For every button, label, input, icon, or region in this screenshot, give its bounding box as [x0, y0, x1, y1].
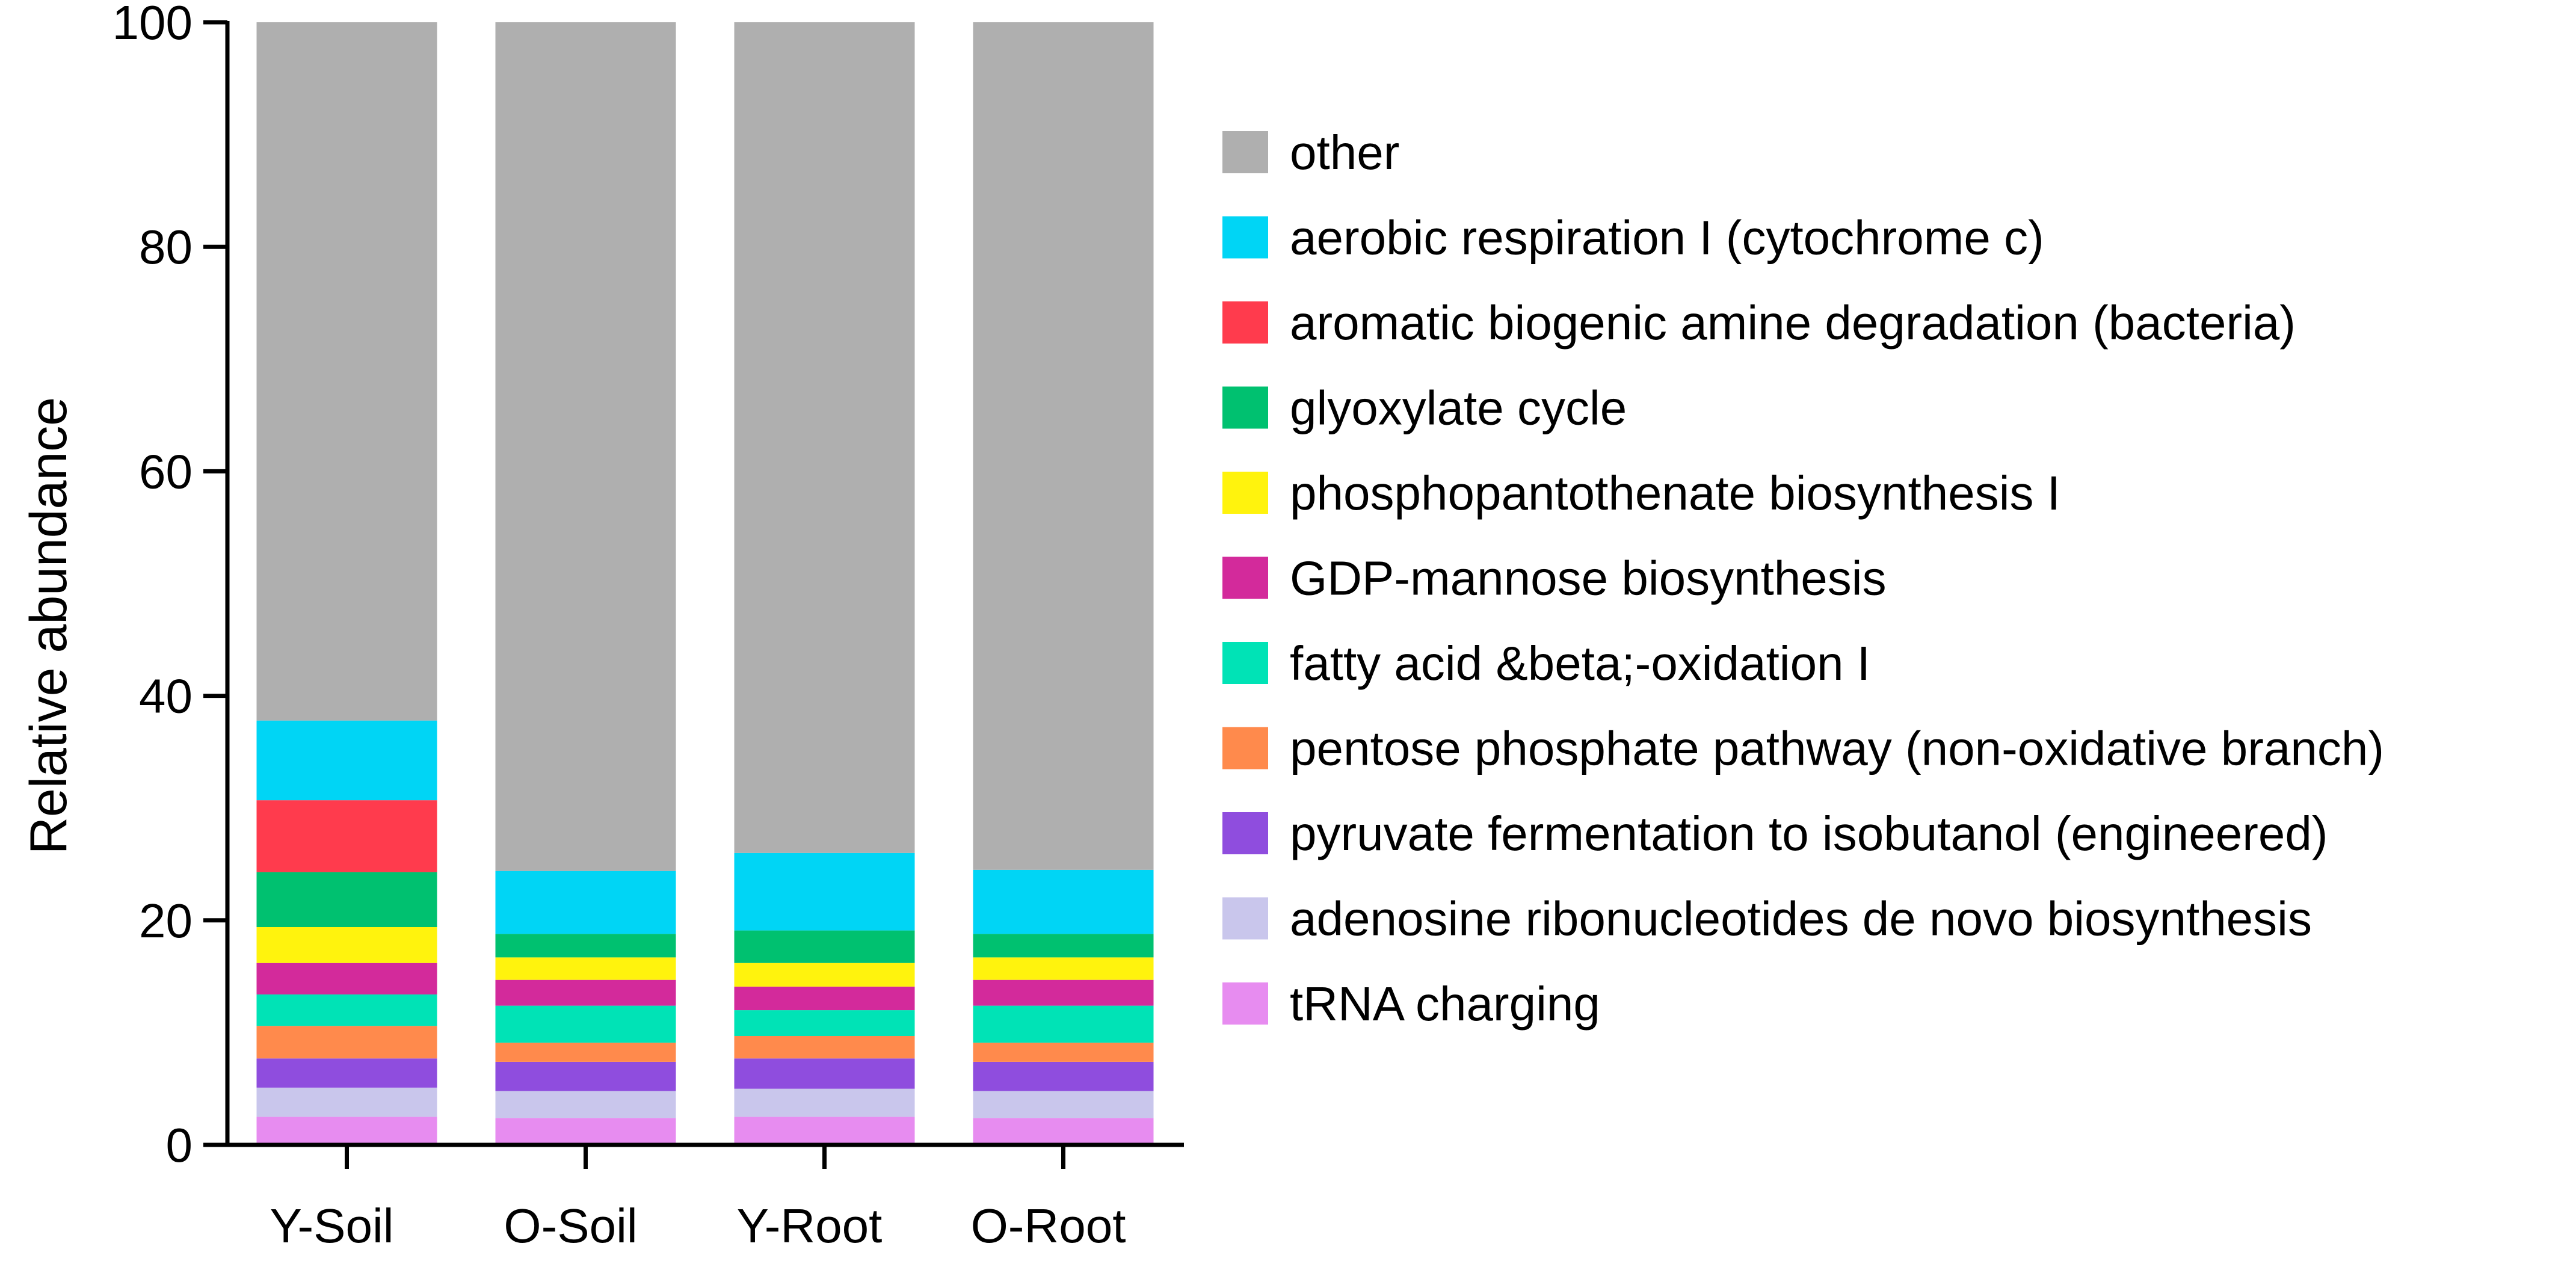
- legend-label-other: other: [1290, 126, 1399, 179]
- legend-label-glyoxylate-cycle: glyoxylate cycle: [1290, 381, 1627, 435]
- bar-segment-o-root-adenosine-ribonucleotides-de-novo-biosynthesis: [973, 1091, 1154, 1118]
- legend-swatch-trna-charging: [1222, 982, 1268, 1025]
- bar-segment-o-root-trna-charging: [973, 1118, 1154, 1145]
- bar-segment-y-root-pyruvate-fermentation-to-isobutanol-engineered: [734, 1058, 915, 1089]
- bar-segment-o-soil-other: [495, 22, 676, 871]
- legend-swatch-gdp-mannose-biosynthesis: [1222, 556, 1268, 599]
- bar-segment-o-root-aerobic-respiration-i-cytochrome-c: [973, 869, 1154, 934]
- x-axis: Y-Soil O-Soil Y-Root O-Root: [226, 1142, 1184, 1253]
- bar-segment-y-soil-pyruvate-fermentation-to-isobutanol-engineered: [256, 1058, 437, 1088]
- bar-segment-o-soil-pentose-phosphate-pathway-non-oxidative-branch: [495, 1043, 676, 1062]
- legend-swatch-phosphopantothenate-biosynthesis-i: [1222, 472, 1268, 514]
- legend-swatch-glyoxylate-cycle: [1222, 386, 1268, 429]
- bar-segment-y-root-other: [734, 22, 915, 853]
- legend-swatch-adenosine-ribonucleotides-de-novo-biosynthesis: [1222, 897, 1268, 940]
- y-tick-label-100: 100: [112, 0, 193, 49]
- bar-segment-y-soil-phosphopantothenate-biosynthesis-i: [256, 926, 437, 963]
- bar-segment-y-root-aerobic-respiration-i-cytochrome-c: [734, 852, 915, 931]
- bars-group: [256, 22, 1154, 1145]
- bar-segment-o-root-fatty-acid-oxidation-i: [973, 1005, 1154, 1043]
- x-tick-label-o-root: O-Root: [971, 1199, 1126, 1253]
- bar-segment-y-soil-aerobic-respiration-i-cytochrome-c: [256, 720, 437, 801]
- x-tick-label-o-soil: O-Soil: [504, 1199, 637, 1253]
- legend: other aerobic respiration I (cytochrome c…: [1222, 126, 2384, 1031]
- bar-segment-o-root-pyruvate-fermentation-to-isobutanol-engineered: [973, 1061, 1154, 1091]
- bar-segment-y-soil-fatty-acid-oxidation-i: [256, 994, 437, 1026]
- legend-label-pyruvate-fermentation-to-isobutanol-engineered: pyruvate fermentation to isobutanol (eng…: [1290, 807, 2328, 860]
- bar-segment-o-soil-aerobic-respiration-i-cytochrome-c: [495, 871, 676, 934]
- bar-segment-o-root-other: [973, 22, 1154, 870]
- y-tick-label-20: 20: [139, 894, 193, 948]
- legend-label-phosphopantothenate-biosynthesis-i: phosphopantothenate biosynthesis I: [1290, 466, 2060, 520]
- legend-swatch-other: [1222, 131, 1268, 173]
- y-axis-title: Relative abundance: [20, 397, 78, 854]
- bar-segment-o-soil-fatty-acid-oxidation-i: [495, 1005, 676, 1043]
- bar-segment-o-soil-phosphopantothenate-biosynthesis-i: [495, 957, 676, 980]
- bar-segment-y-root-glyoxylate-cycle: [734, 930, 915, 963]
- legend-label-pentose-phosphate-pathway-non-oxidative-branch: pentose phosphate pathway (non-oxidative…: [1290, 722, 2384, 775]
- x-tick-label-y-soil: Y-Soil: [270, 1199, 393, 1253]
- legend-label-adenosine-ribonucleotides-de-novo-biosynthesis: adenosine ribonucleotides de novo biosyn…: [1290, 892, 2312, 946]
- legend-swatch-aerobic-respiration-i-cytochrome-c: [1222, 216, 1268, 259]
- bar-segment-y-root-gdp-mannose-biosynthesis: [734, 986, 915, 1011]
- legend-swatch-aromatic-biogenic-amine-degradation-bacteria: [1222, 301, 1268, 344]
- legend-swatch-fatty-acid-oxidation-i: [1222, 642, 1268, 684]
- legend-label-gdp-mannose-biosynthesis: GDP-mannose biosynthesis: [1290, 552, 1887, 605]
- y-tick-label-60: 60: [139, 445, 193, 498]
- bar-segment-o-soil-trna-charging: [495, 1118, 676, 1145]
- bar-segment-o-soil-adenosine-ribonucleotides-de-novo-biosynthesis: [495, 1091, 676, 1118]
- bar-segment-y-root-fatty-acid-oxidation-i: [734, 1010, 915, 1036]
- y-tick-label-0: 0: [166, 1118, 193, 1172]
- bar-segment-y-soil-other: [256, 22, 437, 721]
- bar-segment-y-root-pentose-phosphate-pathway-non-oxidative-branch: [734, 1035, 915, 1059]
- legend-label-fatty-acid-oxidation-i: fatty acid &beta;-oxidation I: [1290, 637, 1870, 690]
- bar-segment-o-root-glyoxylate-cycle: [973, 934, 1154, 958]
- bar-segment-o-root-gdp-mannose-biosynthesis: [973, 979, 1154, 1006]
- bar-segment-o-root-pentose-phosphate-pathway-non-oxidative-branch: [973, 1043, 1154, 1062]
- y-axis: 0 20 40 60 80 100: [112, 0, 230, 1172]
- legend-label-aerobic-respiration-i-cytochrome-c: aerobic respiration I (cytochrome c): [1290, 211, 2044, 265]
- legend-swatch-pyruvate-fermentation-to-isobutanol-engineered: [1222, 812, 1268, 854]
- bar-segment-y-soil-adenosine-ribonucleotides-de-novo-biosynthesis: [256, 1087, 437, 1117]
- legend-swatch-pentose-phosphate-pathway-non-oxidative-branch: [1222, 727, 1268, 769]
- legend-label-trna-charging: tRNA charging: [1290, 977, 1600, 1031]
- bar-segment-y-root-phosphopantothenate-biosynthesis-i: [734, 963, 915, 987]
- bar-segment-y-root-trna-charging: [734, 1117, 915, 1145]
- bar-segment-o-soil-gdp-mannose-biosynthesis: [495, 979, 676, 1006]
- bar-segment-o-root-phosphopantothenate-biosynthesis-i: [973, 957, 1154, 980]
- bar-segment-y-soil-gdp-mannose-biosynthesis: [256, 963, 437, 994]
- y-tick-label-80: 80: [139, 220, 193, 274]
- y-tick-label-40: 40: [139, 670, 193, 723]
- bar-segment-y-soil-pentose-phosphate-pathway-non-oxidative-branch: [256, 1026, 437, 1059]
- bar-segment-o-soil-glyoxylate-cycle: [495, 934, 676, 958]
- bar-segment-y-soil-glyoxylate-cycle: [256, 872, 437, 927]
- legend-label-aromatic-biogenic-amine-degradation-bacteria: aromatic biogenic amine degradation (bac…: [1290, 296, 2296, 350]
- x-tick-label-y-root: Y-Root: [737, 1199, 883, 1253]
- bar-segment-y-root-adenosine-ribonucleotides-de-novo-biosynthesis: [734, 1088, 915, 1117]
- bar-segment-y-soil-aromatic-biogenic-amine-degradation-bacteria: [256, 800, 437, 872]
- bar-segment-o-soil-pyruvate-fermentation-to-isobutanol-engineered: [495, 1061, 676, 1091]
- bar-segment-y-soil-trna-charging: [256, 1117, 437, 1145]
